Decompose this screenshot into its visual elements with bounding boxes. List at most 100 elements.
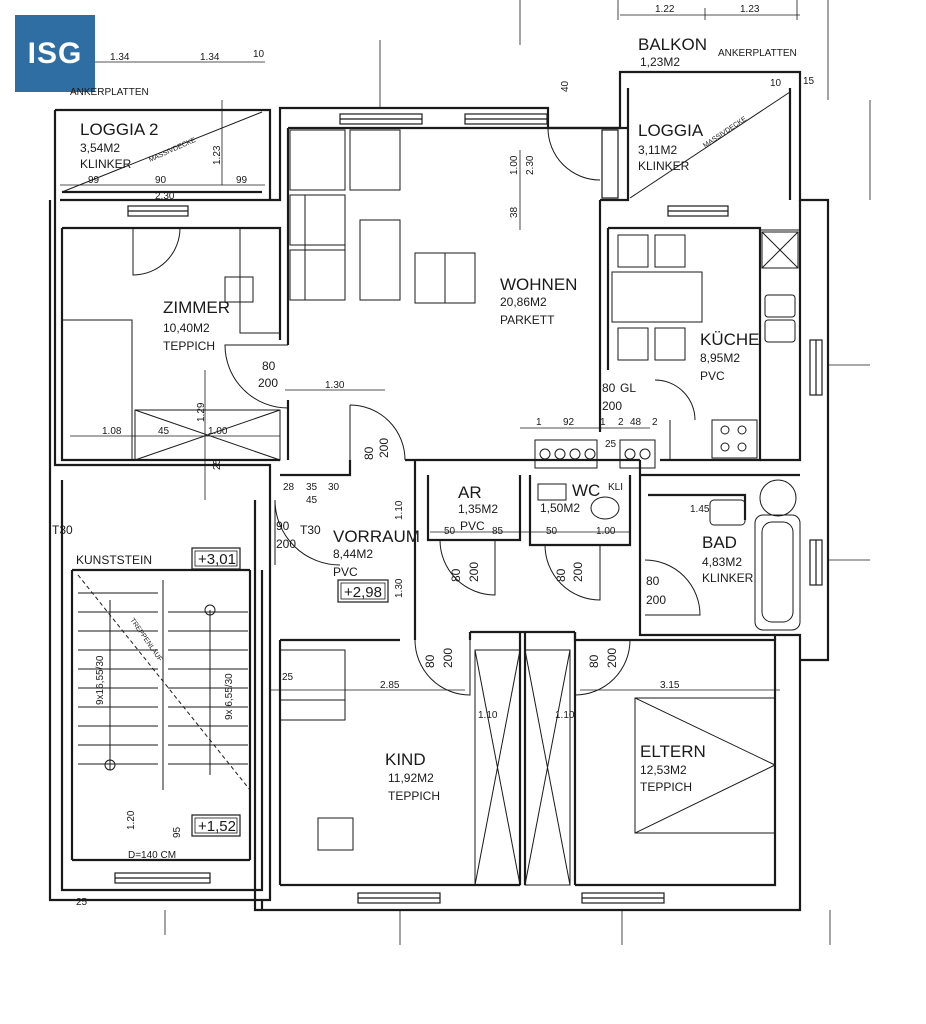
dim: 80: [262, 359, 276, 373]
room-name-wc: WC: [572, 481, 600, 500]
level-stair-upper: +3,01: [198, 551, 236, 568]
logo-background: [15, 15, 95, 92]
dim: 95: [172, 826, 183, 838]
dim: 1.00: [208, 426, 228, 437]
dim: 1: [536, 417, 542, 428]
room-floor-wohnen: PARKETT: [500, 313, 555, 327]
room-area-wc: 1,50M2: [540, 501, 580, 515]
dim: 200: [441, 648, 455, 668]
room-area-wohnen: 20,86M2: [500, 295, 547, 309]
dim: 90: [276, 519, 290, 533]
isg-logo: ISG: [15, 15, 95, 92]
room-area-loggia2: 3,54M2: [80, 141, 120, 155]
dim: 1.00: [596, 526, 616, 537]
dim: 50: [444, 526, 456, 537]
room-name-kind: KIND: [385, 750, 426, 769]
dim: 200: [377, 438, 391, 458]
room-name-vorraum: VORRAUM: [333, 527, 420, 546]
note-t30-left: T30: [52, 523, 73, 537]
dim: 45: [158, 426, 170, 437]
note-kunststein: KUNSTSTEIN: [76, 553, 152, 567]
room-floor-ar: PVC: [460, 519, 485, 533]
level-stair-lower: +1,52: [198, 818, 236, 835]
dim: 48: [630, 417, 642, 428]
dim: 1.10: [478, 710, 498, 721]
room-area-ar: 1,35M2: [458, 502, 498, 516]
note-ankerplatten-left: ANKERPLATTEN: [70, 87, 149, 98]
dim: 25: [212, 458, 223, 470]
dim: 80: [423, 654, 437, 668]
room-floor-bad: KLINKER: [702, 571, 754, 585]
dim: 80: [362, 446, 376, 460]
room-labels: LOGGIA 2 3,54M2 KLINKER BALKON 1,23M2 LO…: [80, 35, 760, 803]
room-area-vorraum: 8,44M2: [333, 547, 373, 561]
room-area-kuche: 8,95M2: [700, 351, 740, 365]
room-name-kuche: KÜCHE: [700, 330, 760, 349]
dim: 200: [258, 376, 278, 390]
dim: 80: [646, 574, 660, 588]
dim: 3.15: [660, 680, 680, 691]
dim: 1.29: [196, 402, 207, 422]
dim: 200: [467, 562, 481, 582]
room-floor-vorraum: PVC: [333, 565, 358, 579]
dim: 45: [306, 495, 318, 506]
dim: 25: [605, 439, 617, 450]
note-ankerplatten-right: ANKERPLATTEN: [718, 48, 797, 59]
dim: 80: [449, 568, 463, 582]
dimension-lines: [60, 0, 871, 945]
dim: 1.34: [200, 52, 220, 63]
note-gl: GL: [620, 381, 636, 395]
dim: 1.23: [740, 4, 760, 15]
walls: [48, 70, 830, 912]
room-name-bad: BAD: [702, 533, 737, 552]
dim: 35: [306, 482, 318, 493]
dim: 1.00: [509, 155, 520, 175]
windows: [114, 113, 823, 904]
room-floor-loggia2: KLINKER: [80, 157, 132, 171]
dim: 10: [253, 49, 265, 60]
note-stair-width: D=140 CM: [128, 850, 176, 861]
room-floor-kind: TEPPICH: [388, 789, 440, 803]
room-floor-loggia: KLINKER: [638, 159, 690, 173]
dim: 15: [803, 76, 815, 87]
dim: 85: [492, 526, 504, 537]
dim: 30: [328, 482, 340, 493]
dim: 2.30: [525, 155, 536, 175]
dim: 2.85: [380, 680, 400, 691]
dim: 80: [602, 381, 616, 395]
dim: 1.30: [394, 578, 405, 598]
logo-text: ISG: [27, 36, 83, 70]
dim: 200: [605, 648, 619, 668]
room-name-zimmer: ZIMMER: [163, 298, 230, 317]
dim: 200: [602, 399, 622, 413]
dim: 25: [76, 897, 88, 908]
room-floor-zimmer: TEPPICH: [163, 339, 215, 353]
note-t30-door: T30: [300, 523, 321, 537]
dim: 80: [587, 654, 601, 668]
dim: 28: [283, 482, 295, 493]
dim: 1.45: [690, 504, 710, 515]
furniture: [61, 91, 801, 886]
room-area-eltern: 12,53M2: [640, 763, 687, 777]
dim: 1.10: [555, 710, 575, 721]
dim: 25: [282, 672, 294, 683]
room-area-kind: 11,92M2: [388, 771, 434, 785]
dim: 200: [276, 537, 296, 551]
room-name-loggia: LOGGIA: [638, 121, 704, 140]
dim: 90: [155, 175, 167, 186]
level-vorraum: +2,98: [344, 584, 382, 601]
dim: 1.34: [110, 52, 130, 63]
dim: 1: [600, 417, 606, 428]
dimension-labels: 1.22 1.23 1.34 1.34 10 40 15 10 99 90 99…: [76, 4, 815, 908]
dim: 2.30: [155, 191, 175, 202]
dim: 1.20: [126, 810, 137, 830]
dim: 200: [571, 562, 585, 582]
room-area-bad: 4,83M2: [702, 555, 742, 569]
room-area-balkon: 1,23M2: [640, 55, 680, 69]
room-name-loggia2: LOGGIA 2: [80, 120, 158, 139]
note-kli: KLI: [608, 482, 623, 493]
room-area-loggia: 3,11M2: [638, 143, 677, 157]
dim: 99: [88, 175, 100, 186]
dim: 1.30: [325, 380, 345, 391]
